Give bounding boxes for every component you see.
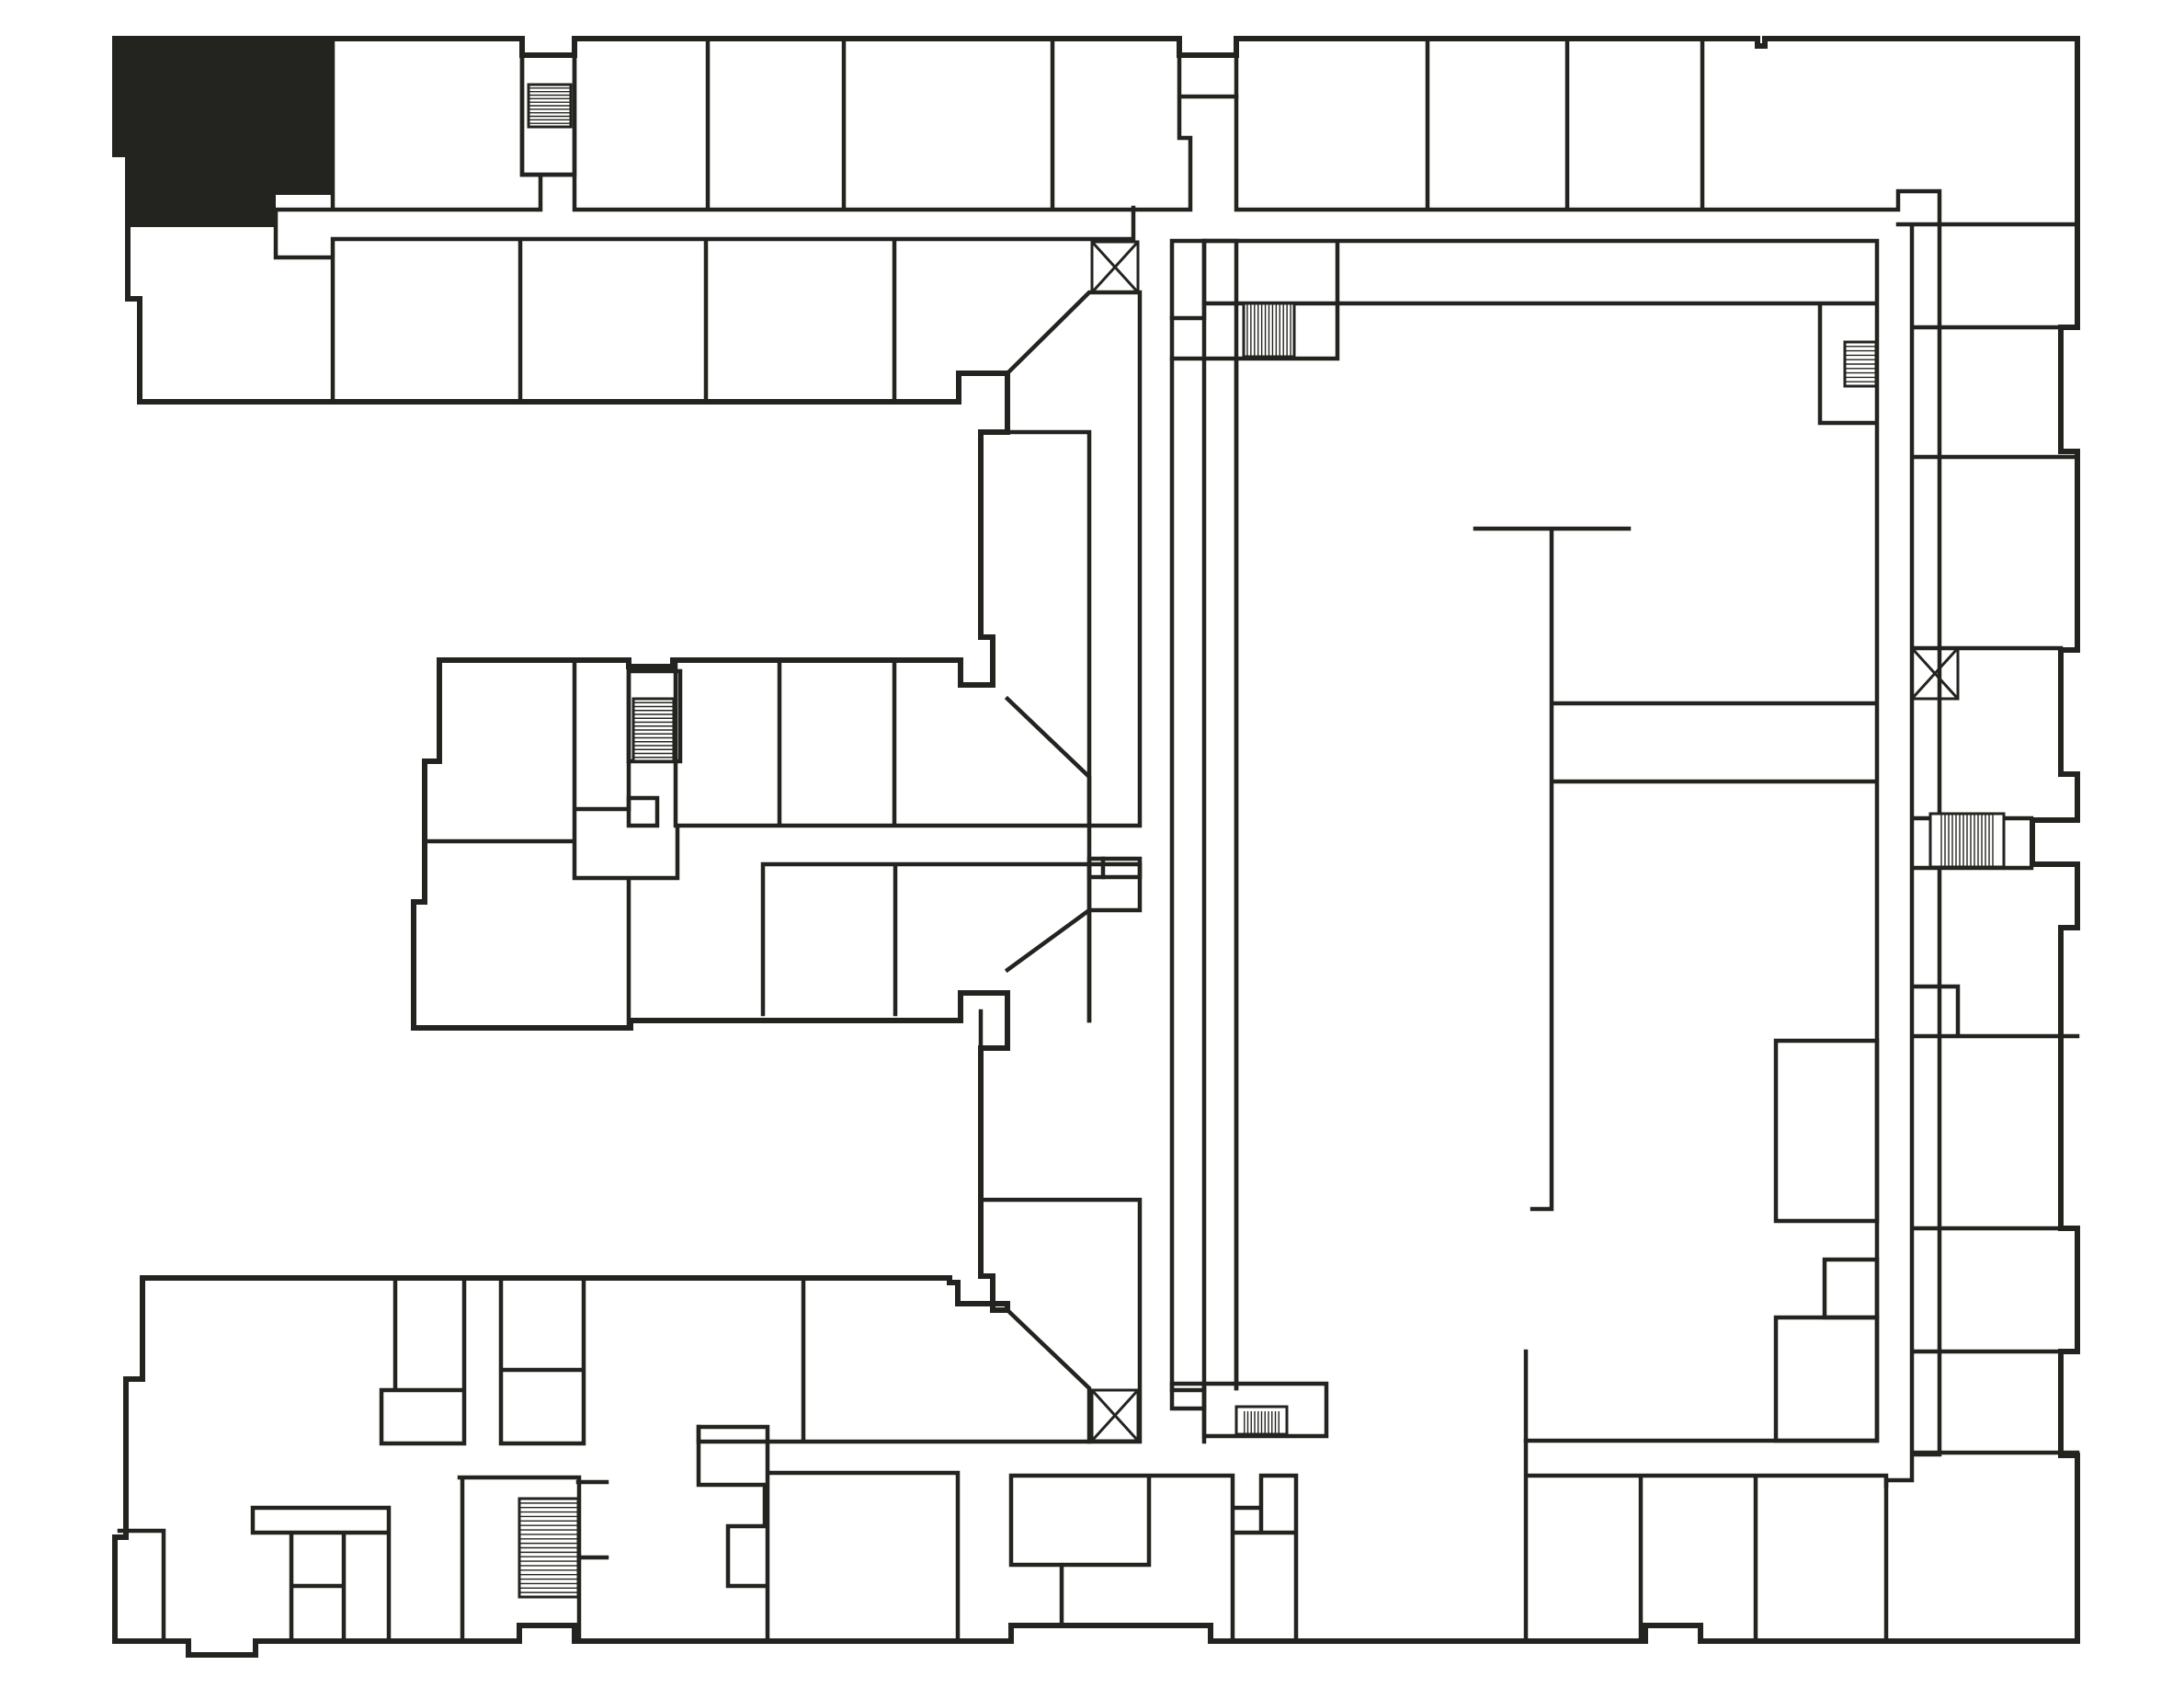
elevator-icon <box>1910 646 1960 701</box>
stairs-icon <box>631 697 676 763</box>
northwest-wing <box>112 36 2080 435</box>
stairs-icon <box>1242 302 1296 359</box>
northeast-wing <box>1234 36 2080 1644</box>
highlighted-room[interactable] <box>115 39 333 227</box>
stairs-icon <box>518 1497 580 1599</box>
southwest-wing <box>112 1275 2080 1658</box>
west-wing <box>112 290 1143 1644</box>
elevator-icon <box>1090 1388 1140 1443</box>
stairs-icon <box>1843 340 1878 388</box>
central-block <box>1169 238 1880 1443</box>
stairs-icon <box>1928 812 2006 869</box>
elevator-icon <box>1090 240 1140 294</box>
stairs-icon <box>1234 1405 1289 1436</box>
stairs-icon <box>527 83 573 129</box>
